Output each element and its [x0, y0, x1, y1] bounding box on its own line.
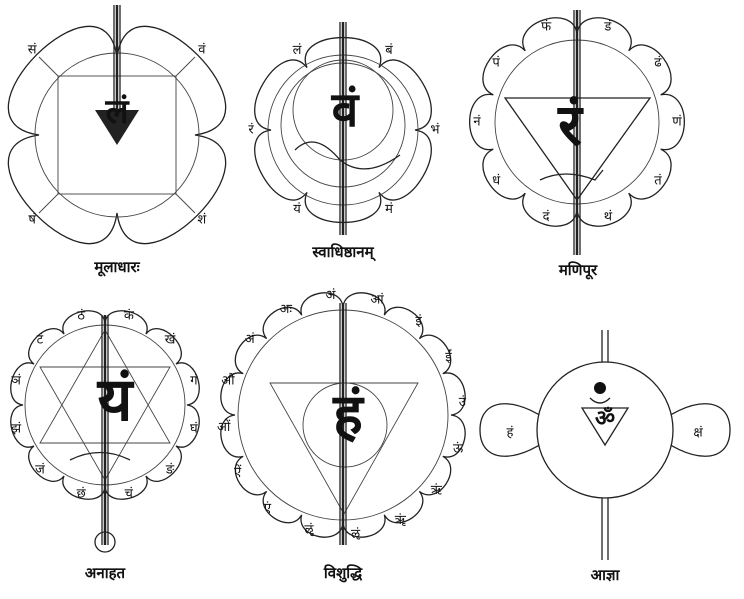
petal-letter: ङं	[165, 463, 175, 478]
petal-letter: ञं	[11, 374, 21, 389]
inverted-triangle	[95, 110, 139, 145]
petal-letter: भं	[430, 123, 440, 138]
petal-letter: ॠं	[395, 513, 407, 528]
chakra-label-svadhisthana: स्वाधिष्ठानम्	[311, 243, 376, 262]
chakra-label-vishuddhi: विशुद्धि	[323, 564, 363, 583]
petal-letter: घं	[190, 421, 198, 436]
petal-letter: वं	[198, 43, 206, 58]
petal-letter: सं	[28, 43, 37, 58]
petal-letter: क्षं	[693, 426, 703, 441]
bija-mantra: वं	[331, 82, 361, 138]
petal-letter: इं	[415, 314, 422, 329]
bija-mantra: ॐ	[595, 407, 615, 432]
petal-letter: ऌं	[351, 527, 361, 542]
petal-letter: जं	[35, 463, 45, 478]
petal-letter: अः	[279, 302, 292, 317]
petal-letter: ऊं	[453, 442, 464, 457]
petal-letter: धं	[492, 173, 501, 188]
petal-letter: रं	[248, 123, 254, 138]
petal-letter: हं	[507, 426, 515, 441]
petal-letter: लं	[293, 43, 302, 58]
petal-letter: अं	[245, 332, 256, 347]
petal-letter: थं	[604, 210, 613, 225]
lotus-petals	[7, 25, 227, 245]
chakra-label-ajna: आज्ञा	[591, 566, 621, 584]
petal-letter: मं	[385, 202, 393, 217]
right-petal	[649, 403, 731, 457]
petal-letter: खं	[165, 332, 176, 347]
petal-letter: औं	[221, 372, 235, 388]
left-petal	[479, 403, 561, 457]
petal-letter: आं	[370, 292, 384, 307]
arrow-line	[175, 56, 196, 77]
bija-mantra: यं	[97, 365, 135, 435]
petal-letter: डं	[603, 19, 612, 34]
lotus-petals	[254, 36, 432, 224]
makara-figure	[294, 141, 401, 170]
petal-letter: टं	[37, 332, 44, 347]
petal-letter: षं	[28, 212, 36, 227]
petal-letter: अं	[325, 288, 336, 303]
petal-letter: झं	[11, 421, 22, 436]
petal-letter: यं	[293, 202, 301, 217]
bija-mantra: लं	[104, 92, 130, 132]
petal-letter: पं	[492, 56, 500, 71]
petal-letter: फं	[541, 19, 552, 34]
petal-letter: गं	[190, 374, 198, 389]
bindu-dot	[594, 382, 606, 394]
petal-letter: उं	[459, 395, 467, 410]
chakra-circle	[536, 361, 674, 499]
chakra-label-muladhara: मूलाधारः	[93, 258, 140, 277]
crescent-icon	[589, 397, 611, 404]
petal-letter: नं	[473, 115, 481, 130]
antelope-figure	[69, 451, 131, 461]
petal-letter: ॡं	[304, 523, 314, 538]
bija-mantra: रं	[557, 91, 584, 159]
petal-letter: ऋं	[431, 483, 443, 498]
petal-letter: चं	[125, 486, 134, 501]
arrow-line	[175, 193, 196, 214]
chakra-label-anahata: अनाहत	[85, 564, 127, 582]
arrow-line	[38, 56, 59, 77]
petal-letter: णं	[672, 115, 682, 130]
petal-letter: कं	[124, 309, 135, 324]
petal-letter: शं	[197, 212, 207, 227]
petal-letter: ऐं	[234, 464, 242, 480]
petal-letter: ओं	[217, 419, 231, 435]
petal-letter: तं	[654, 173, 662, 188]
ram-figure	[539, 169, 604, 181]
petal-letter: दं	[543, 210, 551, 225]
petal-letter: ठं	[77, 309, 85, 324]
inverted-triangle	[580, 407, 630, 447]
chakra-label-manipura: मणिपूर	[558, 261, 598, 280]
petal-letter: एं	[264, 501, 272, 516]
moon-circle	[302, 382, 388, 468]
arrow-line	[38, 193, 59, 214]
petal-letter: छं	[77, 486, 87, 501]
petal-letter: ईं	[445, 349, 452, 365]
petal-letter: ढं	[654, 56, 662, 71]
small-lotus	[94, 531, 116, 553]
petal-letter: बं	[385, 43, 393, 58]
bija-mantra: हं	[332, 383, 365, 448]
